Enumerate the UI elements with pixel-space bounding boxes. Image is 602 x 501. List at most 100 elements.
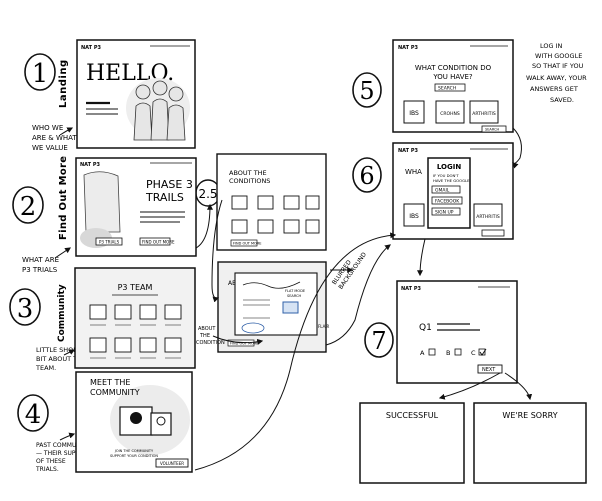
step-3-label: Community <box>57 284 67 342</box>
select-question-1: WHAT CONDITION DO <box>415 64 492 72</box>
phase3-title-2: TRAILS <box>145 191 184 204</box>
condition-popup <box>234 272 318 336</box>
svg-text:NEXT: NEXT <box>482 367 496 373</box>
svg-text:IF YOU DON'T: IF YOU DON'T <box>433 173 459 178</box>
svg-text:PAST COMMUNITY: PAST COMMUNITY <box>36 442 90 449</box>
login-facebook-button[interactable] <box>431 196 463 205</box>
p3-trials-button[interactable] <box>95 237 123 246</box>
note-google: LOG IN WITH GOOGLE SO THAT IF YOU WALK A… <box>526 42 587 104</box>
svg-text:GMAIL: GMAIL <box>435 188 450 194</box>
svg-text:SEARCH: SEARCH <box>438 86 456 92</box>
svg-text:BIT ABOUT THE: BIT ABOUT THE <box>36 355 86 363</box>
landing-logo: NAT P3 <box>81 45 101 51</box>
option-ibs[interactable] <box>403 100 425 124</box>
step-6-number: 6 <box>359 162 374 190</box>
svg-text:ARE & WHAT: ARE & WHAT <box>32 134 77 142</box>
svg-text:LITTLE SHORT: LITTLE SHORT <box>36 346 81 354</box>
svg-text:HAVE THE GOOGLE: HAVE THE GOOGLE <box>433 178 470 183</box>
svg-text:— THEIR SUPPORT: — THEIR SUPPORT <box>36 450 92 457</box>
choice-a[interactable] <box>428 348 436 356</box>
svg-text:FIND OUT MORE: FIND OUT MORE <box>230 342 258 346</box>
phase3-title-1: PHASE 3 <box>146 178 193 191</box>
login-signup-button[interactable] <box>431 207 461 216</box>
screen-success: SUCCESSFUL <box>359 402 465 484</box>
team-title: P3 TEAM <box>118 283 153 292</box>
option-crohns[interactable] <box>435 100 465 124</box>
community-footer-2: SUPPORT YOUR CONDITION <box>110 454 158 458</box>
flow-arrows <box>194 127 533 471</box>
svg-text:VOLUNTEER: VOLUNTEER <box>160 461 184 466</box>
svg-text:CROHNS: CROHNS <box>440 111 460 117</box>
step-7-marker: 7 <box>364 322 394 358</box>
select-search-button[interactable] <box>481 125 507 133</box>
svg-text:A: A <box>420 349 425 357</box>
step-6-marker: 6 <box>352 157 382 193</box>
svg-text:NAT P3: NAT P3 <box>401 286 421 292</box>
svg-text:NAT P3: NAT P3 <box>398 148 418 154</box>
choice-b[interactable] <box>454 348 462 356</box>
svg-text:OF THESE: OF THESE <box>36 458 66 465</box>
screen-question: NAT P3 Q1 A B C NEXT <box>396 280 518 384</box>
svg-text:P3 TRIALS: P3 TRIALS <box>99 240 120 245</box>
next-button[interactable] <box>477 364 503 374</box>
svg-text:LOG IN: LOG IN <box>540 42 563 50</box>
community-photo-2 <box>150 412 172 436</box>
svg-text:SAVED.: SAVED. <box>550 96 574 104</box>
svg-text:FACEBOOK: FACEBOOK <box>435 199 460 205</box>
step-25-number: 2.5 <box>198 187 217 201</box>
screen-condition-detail: AB FLAT MODE SEARCH FIND OUT MORE FLAIR <box>217 261 330 353</box>
svg-text:WALK AWAY, YOUR: WALK AWAY, YOUR <box>526 74 587 82</box>
volunteer-button[interactable] <box>155 458 189 468</box>
step-4-number: 4 <box>25 400 42 430</box>
step-3-number: 3 <box>17 294 34 324</box>
note-past-community: PAST COMMUNITY — THEIR SUPPORT OF THESE … <box>35 442 92 473</box>
svg-text:TEAM.: TEAM. <box>35 364 56 372</box>
svg-text:NAT P3: NAT P3 <box>398 45 418 51</box>
team-grid <box>89 304 182 353</box>
svg-text:WHAT ARE: WHAT ARE <box>22 256 59 264</box>
screen-team: P3 TEAM <box>74 267 196 369</box>
phase3-logo: NAT P3 <box>80 162 100 168</box>
step-7-number: 7 <box>371 327 386 355</box>
step-2-marker: 2 <box>12 186 44 224</box>
screen-conditions: ABOUT THE CONDITIONS FIND OUT MORE <box>216 153 327 251</box>
select-question-2: YOU HAVE? <box>432 73 473 81</box>
svg-text:THE: THE <box>199 333 210 339</box>
svg-text:C: C <box>471 349 476 357</box>
screen-login: NAT P3 WHA IBS ARTHRITIS LOGIN IF YOU DO… <box>392 142 514 240</box>
screen-select-condition: NAT P3 WHAT CONDITION DO YOU HAVE? SEARC… <box>392 39 514 133</box>
phase3-find-more-button[interactable] <box>139 237 171 246</box>
login-gmail-button[interactable] <box>431 185 461 194</box>
screen-landing: NAT P3 HELLO. <box>76 39 196 149</box>
step-3-marker: 3 <box>9 288 41 326</box>
note-who-we-are: WHO WE ARE & WHAT WE VALUE <box>32 124 77 152</box>
svg-text:WITH GOOGLE: WITH GOOGLE <box>535 52 582 60</box>
step-4-marker: 4 <box>17 394 49 432</box>
conditions-find-more-button[interactable] <box>230 239 258 247</box>
svg-text:FIND OUT MORE: FIND OUT MORE <box>233 242 261 246</box>
conditions-title-2: CONDITIONS <box>229 177 270 185</box>
svg-text:IBS: IBS <box>409 213 419 220</box>
svg-text:ARTHRITIS: ARTHRITIS <box>476 214 500 220</box>
note-what-are-p3: WHAT ARE P3 TRIALS <box>22 256 59 274</box>
community-footer-1: JOIN THE COMMUNITY <box>114 449 154 453</box>
svg-text:IBS: IBS <box>409 110 419 117</box>
step-1-number: 1 <box>32 59 49 89</box>
svg-text:SEARCH: SEARCH <box>485 128 500 132</box>
svg-text:ABOUT: ABOUT <box>198 326 216 332</box>
step-2-label: Find Out More <box>58 156 69 240</box>
community-title-2: COMMUNITY <box>90 388 140 397</box>
svg-text:TRIALS.: TRIALS. <box>35 466 59 473</box>
svg-text:WHA: WHA <box>405 168 422 176</box>
login-title: LOGIN <box>437 163 462 171</box>
selected-condition-tile[interactable] <box>282 301 299 314</box>
svg-text:FIND OUT MORE: FIND OUT MORE <box>142 240 175 245</box>
svg-text:AB: AB <box>228 280 236 287</box>
svg-text:P3 TRIALS: P3 TRIALS <box>22 266 58 274</box>
option-arthritis[interactable] <box>469 100 499 124</box>
svg-text:CONDITION: CONDITION <box>196 340 225 346</box>
note-about-condition: ABOUT THE CONDITION <box>196 326 225 346</box>
condition-search-input[interactable] <box>434 83 466 92</box>
screen-sorry: WE'RE SORRY <box>473 402 587 484</box>
question-label: Q1 <box>419 323 432 333</box>
